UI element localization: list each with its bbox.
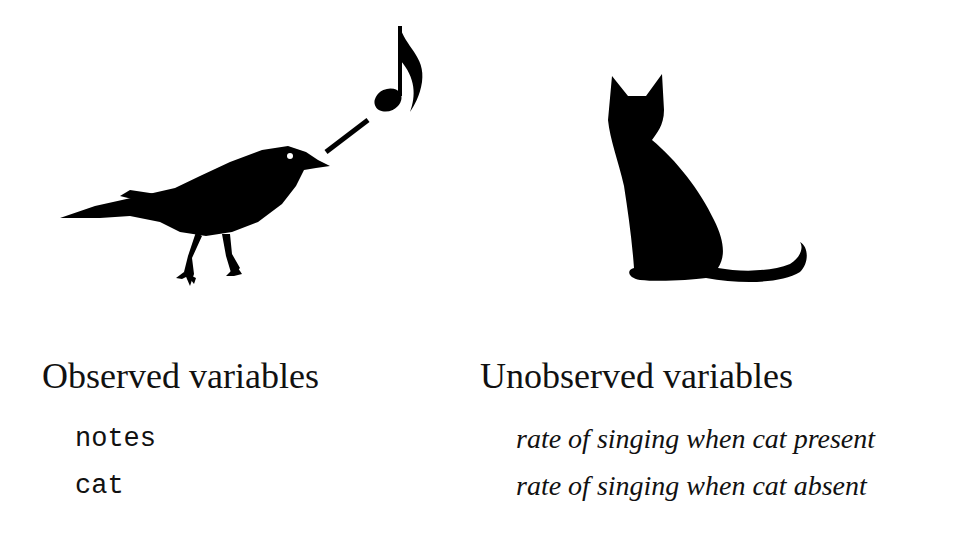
variable-description: rate of singing when cat present — [516, 422, 875, 456]
cat-silhouette — [608, 74, 807, 282]
column-heading: Unobserved variables — [480, 355, 793, 398]
column-heading: Observed variables — [42, 355, 319, 398]
bird-eye — [287, 153, 293, 159]
song-line — [326, 120, 368, 152]
variable-name: cat — [75, 470, 124, 502]
variable-description: rate of singing when cat absent — [516, 469, 867, 503]
music-note — [371, 26, 423, 116]
bird-silhouette — [60, 146, 330, 286]
variable-name: notes — [75, 423, 156, 455]
